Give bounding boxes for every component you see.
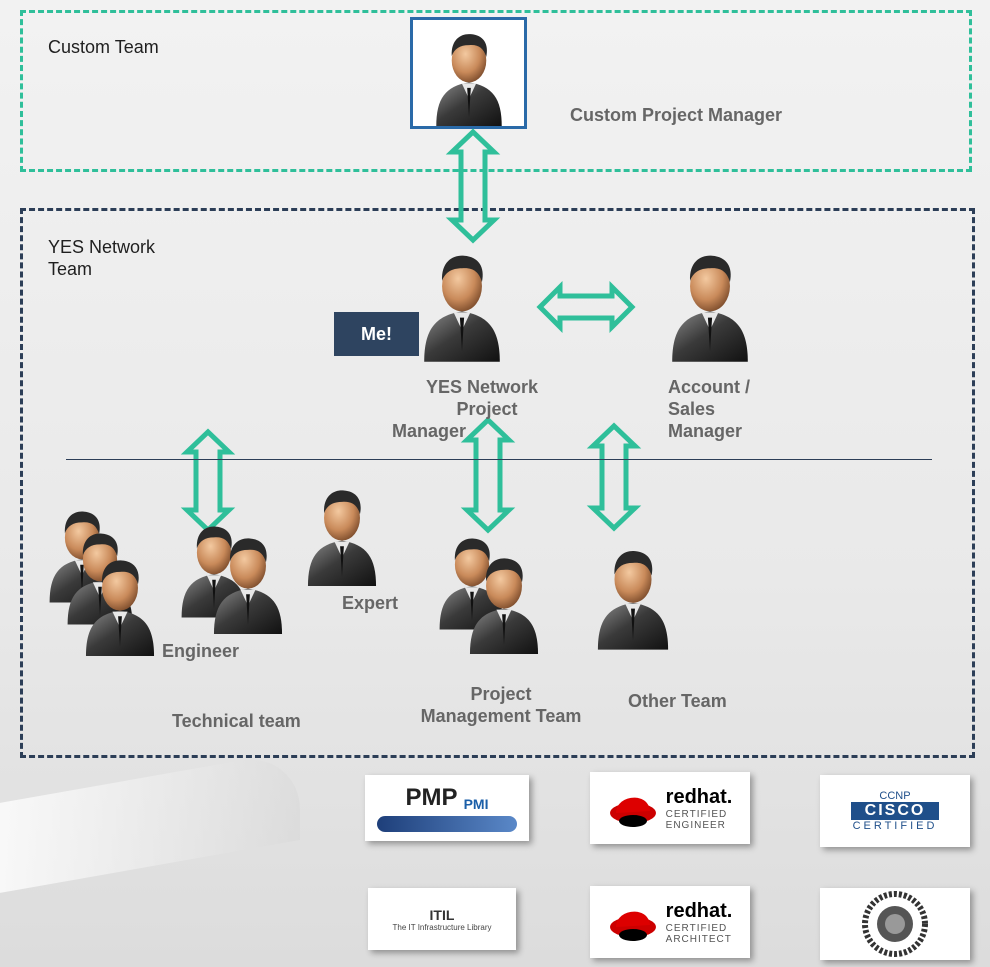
certification-seal-logo [820, 888, 970, 960]
account-sales-manager-label: Account / Sales Manager [668, 376, 750, 442]
cisco-ccnp-logo: CCNP CISCO CERTIFIED [820, 775, 970, 847]
project-management-team-label: Project Management Team [398, 683, 604, 727]
yes-pm-line1: YES Network [425, 377, 539, 397]
yes-project-manager-label: YES Network Project Manager [392, 376, 552, 442]
redhat-architect-line1: CERTIFIED [665, 922, 728, 934]
yes-team-label-line1: YES Network [48, 237, 156, 257]
custom-project-manager-frame [410, 17, 527, 129]
engineer-person-icon [82, 552, 158, 656]
yes-pm-line3: Manager [392, 421, 467, 441]
me-badge: Me! [334, 312, 419, 356]
pmt-line1: Project [470, 684, 532, 704]
account-sales-manager-icon [668, 246, 752, 362]
certification-seal-icon [862, 891, 928, 957]
itil-title: ITIL [429, 906, 455, 923]
yes-team-label-line2: Team [48, 259, 93, 279]
itil-sub: The IT Infrastructure Library [392, 922, 492, 932]
yes-pm-line2: Project [456, 399, 518, 419]
redhat-architect-line2: ARCHITECT [665, 933, 732, 945]
redhat-shadowman-icon [609, 797, 656, 827]
yes-project-manager-icon [420, 246, 504, 362]
arrow-pm-to-other-team [586, 422, 642, 532]
redhat-cert-line1: CERTIFIED [665, 808, 728, 820]
expert-person-icon [304, 482, 380, 586]
account-line2: Sales [668, 399, 716, 419]
divider-line [66, 459, 932, 460]
redhat-cert-line2: ENGINEER [665, 819, 726, 831]
yes-team-label: YES Network Team [48, 236, 155, 280]
pmp-ribbon [377, 816, 517, 832]
pmp-certification-logo: PMP PMI [365, 775, 529, 841]
ccnp-top: CCNP [879, 790, 911, 802]
pmt-line2: Management Team [420, 706, 582, 726]
account-line1: Account / [668, 377, 751, 397]
redhat-architect-logo: redhat. CERTIFIED ARCHITECT [590, 886, 750, 958]
other-team-label: Other Team [628, 691, 727, 711]
arrow-pm-to-project-management [460, 416, 516, 534]
account-line3: Manager [668, 421, 743, 441]
engineer-person-icon [210, 530, 286, 634]
custom-team-label: Custom Team [48, 37, 159, 57]
pmi-sub: PMI [463, 796, 489, 812]
redhat-brand: redhat. [665, 785, 733, 808]
technical-team-label: Technical team [172, 711, 301, 731]
cisco-bottom: CERTIFIED [852, 820, 938, 832]
pmp-title: PMP [405, 784, 458, 811]
custom-team-box [20, 10, 972, 172]
arrow-custom-to-yes-pm [445, 128, 501, 244]
redhat-shadowman-icon [609, 911, 656, 941]
expert-label: Expert [342, 593, 399, 613]
redhat-architect-brand: redhat. [665, 899, 733, 922]
other-team-person-icon [594, 542, 672, 650]
custom-project-manager-label: Custom Project Manager [570, 105, 783, 125]
arrow-pm-to-account [536, 280, 636, 334]
yes-network-team-box [20, 208, 975, 758]
cisco-brand: CISCO [850, 802, 940, 820]
itil-logo: ITIL The IT Infrastructure Library [368, 888, 516, 950]
project-management-person-icon [466, 550, 542, 654]
redhat-engineer-logo: redhat. CERTIFIED ENGINEER [590, 772, 750, 844]
arrow-pm-to-technical [180, 428, 236, 534]
engineer-label: Engineer [162, 641, 240, 661]
